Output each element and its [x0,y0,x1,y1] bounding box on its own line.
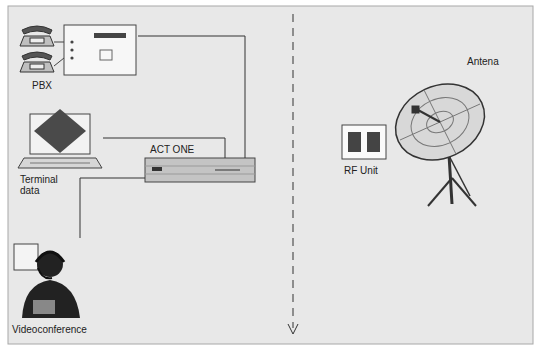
node-label: ACT ONE [150,144,194,155]
act-one-node: ACT ONE [145,158,255,182]
connector-line [103,138,225,158]
node-label: RF Unit [344,165,378,176]
divider-arrow [288,14,298,334]
telephone-icon [20,52,54,72]
connector-line [138,36,245,158]
connector-line [80,178,145,238]
node-label: Antena [467,56,499,67]
videoconference-person [14,244,80,318]
act-one-device [145,158,255,182]
computer-icon [18,109,102,168]
terminal-node: Terminal data [18,108,103,170]
rf-unit-node: RF Unit [342,125,386,159]
antenna-dish [383,70,497,206]
node-label: PBX [32,80,52,91]
pbx-node: PBX [20,22,138,78]
telephone-icon [20,26,54,46]
node-label: Videoconference [12,324,87,335]
background-panel [8,6,533,344]
videoconference-node: Videoconference [12,238,84,320]
node-label: Terminal data [20,174,66,196]
pbx-box [54,25,136,75]
rf-unit-box [342,125,386,159]
antenna-node: Antena [395,48,507,208]
